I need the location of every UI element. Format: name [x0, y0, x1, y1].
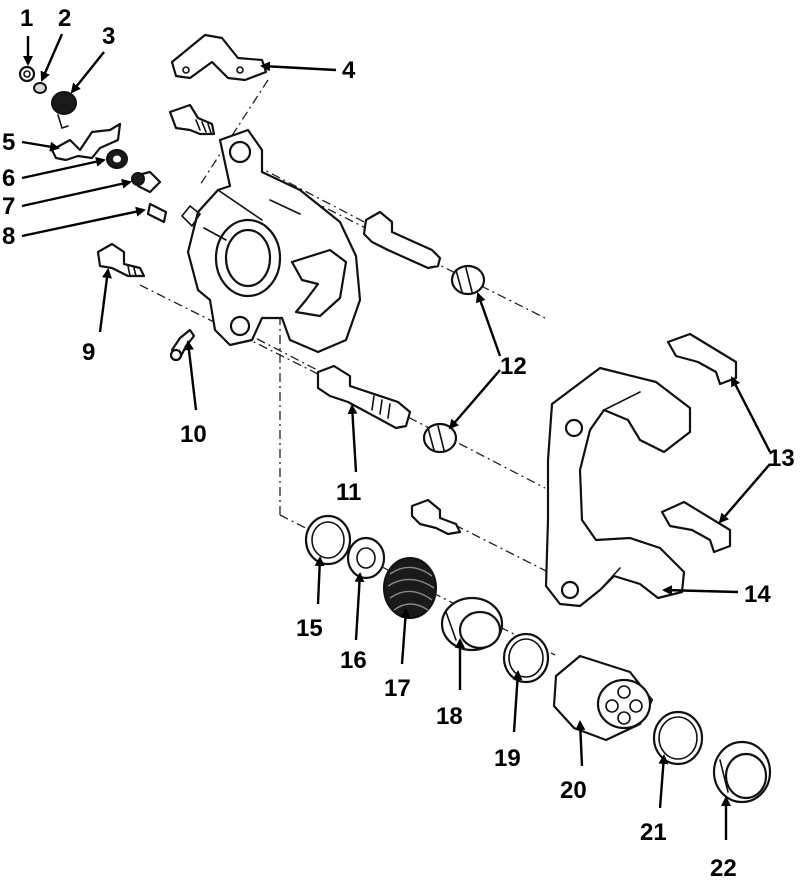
callout-12: 12 — [500, 353, 527, 380]
callout-18: 18 — [436, 703, 463, 730]
callout-20: 20 — [560, 777, 587, 804]
part-11-guide-bolt — [316, 364, 412, 430]
part-10-clip — [169, 328, 196, 362]
callout-3: 3 — [102, 23, 115, 50]
part-21-seal-ring — [652, 710, 704, 766]
part-22-boot-ring — [712, 740, 772, 804]
part-13-pad-clip-upper — [666, 332, 738, 386]
part-12-boot-upper — [450, 264, 486, 296]
part-3-dust-cap — [51, 91, 77, 130]
part-4-bracket — [170, 33, 268, 82]
callout-9: 9 — [82, 339, 95, 366]
upper-guide-pin — [362, 210, 442, 270]
part-9-bolt — [96, 242, 146, 278]
part-19-seal-ring — [502, 632, 550, 684]
callout-7: 7 — [2, 193, 15, 220]
part-20-piston — [552, 654, 654, 742]
part-12-boot-lower — [422, 422, 458, 454]
part-5-spring-clip — [50, 122, 122, 162]
callout-17: 17 — [384, 675, 411, 702]
callout-13: 13 — [768, 445, 795, 472]
part-18-sleeve — [440, 596, 504, 652]
callout-8: 8 — [2, 223, 15, 250]
callout-19: 19 — [494, 745, 521, 772]
part-6-washer — [106, 149, 128, 169]
callout-15: 15 — [296, 615, 323, 642]
part-8-bleed-screw — [146, 202, 168, 224]
part-15-snap-ring — [304, 514, 352, 566]
callout-21: 21 — [640, 819, 667, 846]
part-14-carrier-bracket — [544, 366, 692, 608]
part-2-cap — [33, 82, 47, 94]
callout-2: 2 — [58, 5, 71, 32]
callout-5: 5 — [2, 129, 15, 156]
bracket-bolt — [410, 498, 462, 536]
caliper-housing — [180, 128, 362, 354]
upper-guide-bolt — [168, 103, 216, 136]
part-17-spring — [383, 557, 437, 619]
leader-lines — [21, 33, 772, 840]
callout-11: 11 — [336, 479, 361, 506]
callout-16: 16 — [340, 647, 367, 674]
callout-10: 10 — [180, 421, 207, 448]
part-13-pad-clip-lower — [660, 500, 732, 554]
part-7-bleed-nipple — [131, 170, 162, 194]
callout-22: 22 — [710, 855, 737, 882]
callout-labels: 1 2 3 4 5 6 7 8 9 10 11 12 13 14 15 16 1… — [2, 5, 795, 882]
callout-1: 1 — [20, 5, 33, 32]
part-16-washer — [346, 536, 386, 580]
part-1-nut — [18, 65, 36, 83]
callout-6: 6 — [2, 165, 15, 192]
callout-4: 4 — [342, 57, 356, 84]
callout-14: 14 — [744, 581, 771, 608]
